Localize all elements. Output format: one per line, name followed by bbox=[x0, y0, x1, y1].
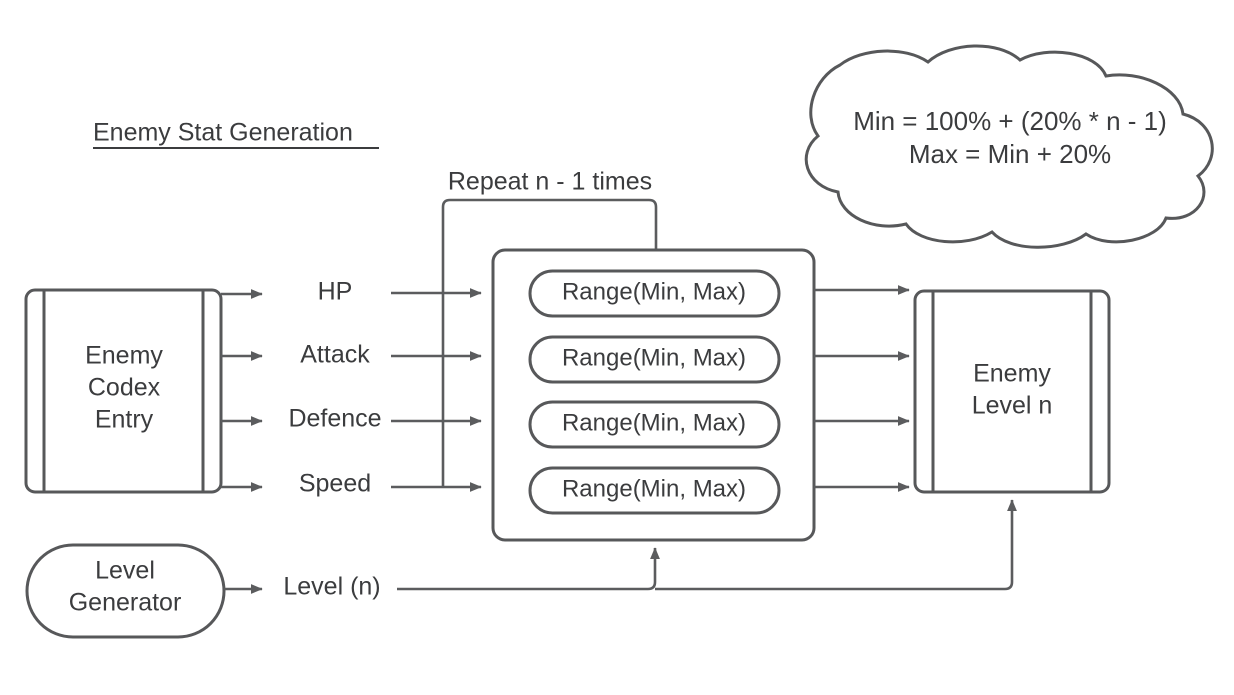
stat-label-defence: Defence bbox=[288, 405, 381, 433]
stat-label-speed: Speed bbox=[299, 470, 371, 498]
range-node-4-oval bbox=[528, 466, 781, 515]
diagram-title: Enemy Stat Generation bbox=[93, 119, 379, 149]
enemy-codex-entry-line-3: Entry bbox=[95, 406, 154, 434]
enemy-level-n-box bbox=[913, 289, 1111, 494]
stat-label-hp: HP bbox=[318, 278, 353, 306]
repeat-loop-path bbox=[441, 198, 658, 487]
level-generator-line-1: Level bbox=[95, 557, 155, 585]
codex-to-stat-connectors bbox=[221, 289, 263, 492]
level-generator-shape bbox=[25, 543, 226, 639]
repeat-loop: Repeat n - 1 times bbox=[441, 168, 658, 487]
stat-to-container-connectors bbox=[391, 288, 482, 492]
range-container: Range(Min, Max) Range(Min, Max) Range(Mi… bbox=[491, 248, 816, 542]
range-node-2-oval bbox=[528, 335, 781, 384]
range-node-4[interactable]: Range(Min, Max) bbox=[528, 466, 781, 515]
enemy-codex-entry-node[interactable]: Enemy Codex Entry bbox=[24, 288, 223, 494]
range-node-1[interactable]: Range(Min, Max) bbox=[528, 269, 781, 318]
connector-level-to-container bbox=[397, 547, 660, 591]
enemy-level-n-line-1: Enemy bbox=[973, 360, 1051, 388]
formula-line-1: Min = 100% + (20% * n - 1) bbox=[853, 106, 1167, 136]
repeat-loop-label: Repeat n - 1 times bbox=[448, 168, 652, 196]
level-generator-line-2: Generator bbox=[69, 589, 182, 617]
enemy-codex-entry-line-2: Codex bbox=[88, 374, 161, 402]
range-node-2-label: Range(Min, Max) bbox=[562, 344, 746, 371]
formula-line-2: Max = Min + 20% bbox=[909, 139, 1111, 169]
enemy-level-n-line-2: Level n bbox=[972, 392, 1053, 420]
range-node-1-oval bbox=[528, 269, 781, 318]
range-node-3-label: Range(Min, Max) bbox=[562, 409, 746, 436]
range-node-1-label: Range(Min, Max) bbox=[562, 278, 746, 305]
level-generator-node[interactable]: Level Generator bbox=[25, 543, 226, 639]
enemy-codex-entry-box bbox=[24, 288, 223, 494]
range-node-4-label: Range(Min, Max) bbox=[562, 475, 746, 502]
stat-label-attack: Attack bbox=[300, 341, 370, 369]
enemy-level-n-node[interactable]: Enemy Level n bbox=[913, 289, 1111, 494]
enemy-codex-entry-line-1: Enemy bbox=[85, 342, 163, 370]
range-node-3[interactable]: Range(Min, Max) bbox=[528, 400, 781, 449]
level-edge-label: Level (n) bbox=[283, 573, 380, 601]
diagram-title-text: Enemy Stat Generation bbox=[93, 119, 353, 147]
connector-level-to-target bbox=[655, 499, 1017, 591]
level-n-edge: Level (n) bbox=[224, 499, 1017, 601]
formula-cloud-shape bbox=[804, 44, 1214, 249]
stat-labels: HP Attack Defence Speed bbox=[288, 278, 381, 498]
formula-cloud: Min = 100% + (20% * n - 1) Max = Min + 2… bbox=[804, 44, 1214, 249]
range-node-3-oval bbox=[528, 400, 781, 449]
range-node-2[interactable]: Range(Min, Max) bbox=[528, 335, 781, 384]
container-to-target-connectors bbox=[814, 285, 910, 492]
